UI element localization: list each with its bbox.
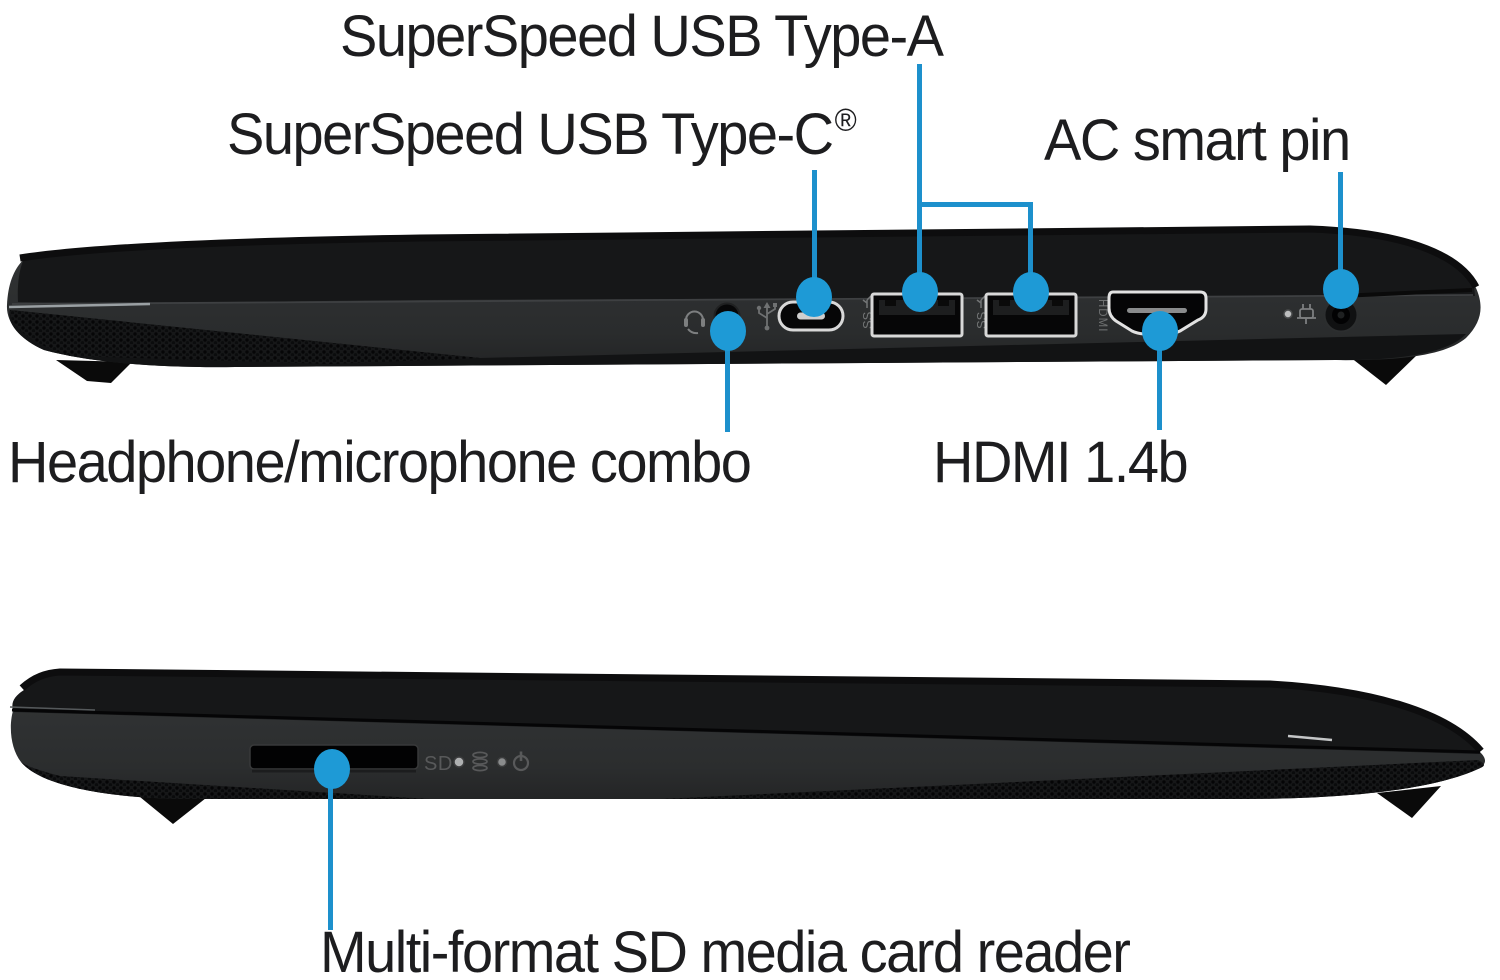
- sd-marking: SD: [424, 753, 453, 775]
- laptop-feet: [140, 786, 1441, 824]
- callout-dot-ac-pin: [1323, 269, 1359, 309]
- leader-line-usb-c: [812, 170, 817, 300]
- laptop-bottom-texture: [660, 760, 1484, 799]
- callout-label-hdmi: HDMI 1.4b: [933, 429, 1189, 495]
- leader-line-usb-a-main: [917, 64, 922, 294]
- power-icon: [512, 751, 530, 772]
- leader-line-usb-a-second: [1028, 202, 1033, 294]
- callout-label-sd: Multi-format SD media card reader: [320, 919, 1131, 980]
- card-led: [453, 756, 465, 768]
- drive-activity-icon: [472, 751, 488, 772]
- callout-label-usb-a: SuperSpeed USB Type-A: [340, 3, 944, 69]
- callout-dot-usb-a-2: [1013, 272, 1049, 312]
- callout-dot-hdmi: [1142, 311, 1178, 351]
- usb-a-port-1: [870, 292, 964, 338]
- callout-dot-headphone: [710, 311, 746, 351]
- leader-line-hdmi: [1157, 336, 1162, 430]
- callout-dot-sd: [314, 749, 350, 789]
- usb-trident-icon: [756, 302, 777, 331]
- lid-base-seam: [11, 294, 1474, 305]
- laptop-feet: [56, 354, 1418, 385]
- registered-mark: ®: [834, 104, 857, 139]
- callout-label-usb-c: SuperSpeed USB Type-C®: [227, 101, 857, 167]
- laptop-top-side-view: SS SS HDMI: [6, 225, 1481, 385]
- ac-plug-icon: [1297, 304, 1316, 324]
- laptop-lid-edge: [12, 674, 1480, 754]
- leader-line-ac-pin: [1338, 172, 1343, 290]
- leader-line-usb-a-branch: [917, 202, 1033, 207]
- callout-label-ac-pin: AC smart pin: [1044, 107, 1351, 173]
- laptop-bottom-side-view: SD: [9, 668, 1486, 824]
- lid-base-seam: [11, 708, 1481, 754]
- laptop-lid-edge: [17, 230, 1476, 303]
- headset-icon: [684, 310, 705, 335]
- callout-dot-usb-c: [796, 277, 832, 317]
- power-led: [496, 756, 508, 768]
- callout-label-headphone: Headphone/microphone combo: [8, 429, 752, 495]
- callout-dot-usb-a-1: [902, 272, 938, 312]
- power-led: [1283, 309, 1293, 319]
- leader-line-headphone: [725, 336, 730, 432]
- hdmi-marking: HDMI: [1096, 299, 1108, 332]
- leader-line-sd: [328, 778, 333, 930]
